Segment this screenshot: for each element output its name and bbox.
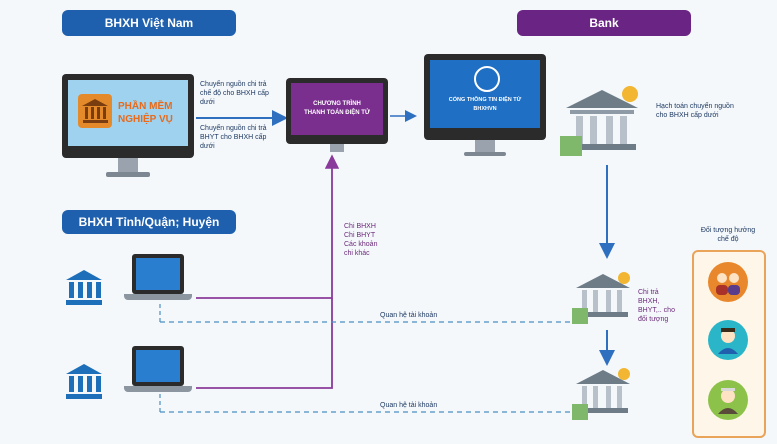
bank-branch-2-icon <box>572 366 634 424</box>
header-bank: Bank <box>517 10 691 36</box>
monitor-software: PHẦN MỀM NGHIỆP VỤ <box>62 74 194 158</box>
bank-main-icon <box>560 84 644 160</box>
laptop-2 <box>132 346 184 386</box>
header-bhxh-tinh: BHXH Tỉnh/Quận; Huyện <box>62 210 236 234</box>
portal-screen: CỔNG THÔNG TIN ĐIỆN TỬ BHXHVN <box>430 60 540 128</box>
label-transfer-fund-2: Chuyển nguồn chi trả BHYT cho BHXH cấp d… <box>200 125 267 150</box>
header-bhxh-vietnam: BHXH Việt Nam <box>62 10 236 36</box>
bank-building-icon <box>78 94 112 128</box>
laptop-1 <box>132 254 184 294</box>
label-account-relation-2: Quan hệ tài khoản <box>380 402 438 409</box>
label-accounting: Hạch toán chuyển nguồn cho BHXH cấp dưới <box>656 103 734 119</box>
software-title-line2: NGHIỆP VỤ <box>118 114 173 125</box>
laptop-1-base <box>124 294 192 300</box>
portal-title-line2: BHXHVN <box>473 106 497 112</box>
building-icon-1 <box>64 268 104 308</box>
bhxh-logo-icon <box>474 66 500 92</box>
payment-title-line1: CHƯƠNG TRÌNH <box>313 101 361 107</box>
family-avatar-icon <box>708 262 748 302</box>
laptop-2-screen <box>136 350 180 382</box>
laptop-2-base <box>124 386 192 392</box>
monitor-base <box>106 172 150 177</box>
laptop-1-screen <box>136 258 180 290</box>
software-screen: PHẦN MỀM NGHIỆP VỤ <box>68 80 188 146</box>
label-beneficiaries-title: Đối tượng hưởng chế độ <box>700 227 756 243</box>
bank-branch-1-icon <box>572 270 634 328</box>
payment-monitor-stand <box>330 144 344 152</box>
label-pay-beneficiaries: Chi trả BHXH, BHYT,.. cho đối tượng <box>638 289 675 323</box>
payment-title-line2: THANH TOÁN ĐIỆN TỬ <box>304 110 370 116</box>
elder-avatar-icon <box>708 380 748 420</box>
portal-title-line1: CỔNG THÔNG TIN ĐIỆN TỬ <box>448 97 522 103</box>
purple-line-laptop2 <box>196 298 333 389</box>
label-transfer-fund-1: Chuyển nguồn chi trả chế độ cho BHXH cấp… <box>200 81 269 106</box>
worker-avatar-icon <box>708 320 748 360</box>
beneficiaries-panel <box>692 250 766 438</box>
monitor-portal: CỔNG THÔNG TIN ĐIỆN TỬ BHXHVN <box>424 54 546 140</box>
monitor-stand <box>118 158 138 172</box>
portal-monitor-stand <box>475 140 495 152</box>
label-account-relation-1: Quan hệ tài khoản <box>380 312 438 319</box>
building-icon-2 <box>64 362 104 402</box>
software-title-line1: PHẦN MỀM <box>118 101 173 112</box>
portal-monitor-base <box>464 152 506 156</box>
monitor-payment: CHƯƠNG TRÌNH THANH TOÁN ĐIỆN TỬ <box>286 78 388 144</box>
label-expenses: Chi BHXH Chi BHYT Các khoản chi khác <box>344 223 378 257</box>
